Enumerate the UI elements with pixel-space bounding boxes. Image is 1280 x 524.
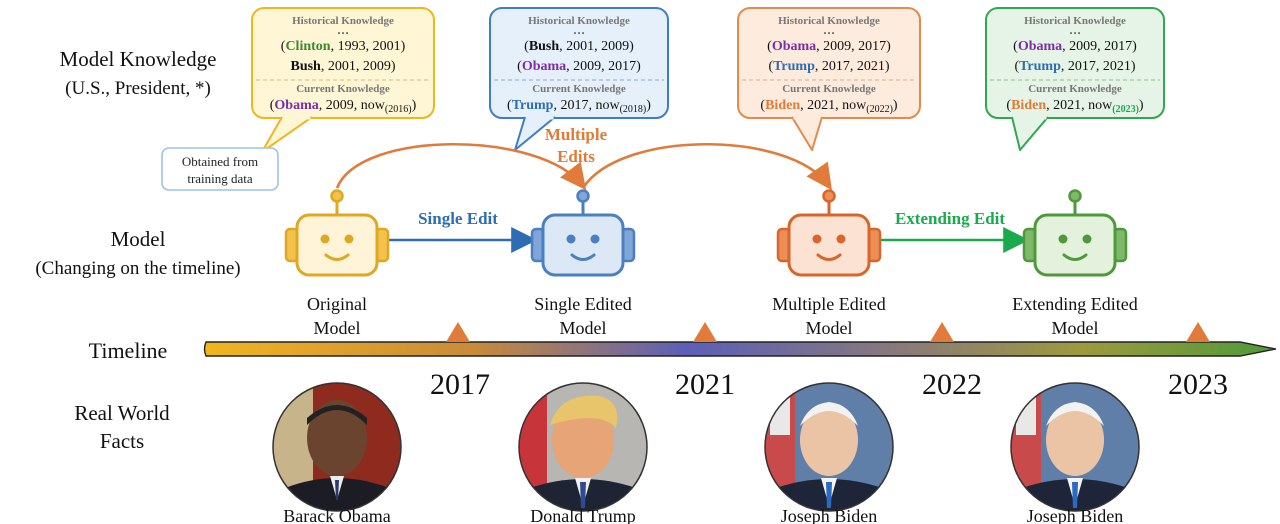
obtained-note-box xyxy=(161,147,279,191)
ellipsis: … xyxy=(573,23,585,37)
obtained-note-line2: training data xyxy=(187,171,253,186)
model-subtitle: (Changing on the timeline) xyxy=(35,258,240,279)
timeline-marker-2022 xyxy=(930,322,954,342)
single-edit-label: Single Edit xyxy=(418,209,498,228)
timeline-marker-2017 xyxy=(446,322,470,342)
portrait-biden-1-frame xyxy=(764,382,894,512)
knowledge-bubble-1: Historical Knowledge… (Clinton, 1993, 200… xyxy=(251,7,435,153)
timeline-bar xyxy=(203,341,1277,357)
multiple-edits-label-line1: Multiple xyxy=(545,125,608,144)
multiple-edit-arc-1 xyxy=(335,142,587,191)
model-knowledge-subtitle: (U.S., President, *) xyxy=(65,78,211,99)
historical-row: (Trump, 2017, 2021) xyxy=(1014,59,1135,74)
bubble-box xyxy=(489,7,669,119)
ellipsis: … xyxy=(1069,23,1081,37)
bubble-tail xyxy=(261,116,313,153)
edit-arrows: Single Edit Multiple Edits Extending Edi… xyxy=(335,125,1030,253)
bubble-box xyxy=(985,7,1165,119)
person-name-trump: Donald Trump xyxy=(530,506,636,524)
historical-knowledge-title: Historical Knowledge xyxy=(528,15,630,27)
historical-knowledge-title: Historical Knowledge xyxy=(1024,15,1126,27)
historical-row: (Clinton, 1993, 2001) xyxy=(281,39,406,54)
robot-blue-icon xyxy=(530,189,636,277)
bubble-box xyxy=(251,7,435,119)
current-knowledge-title: Current Knowledge xyxy=(532,83,626,95)
bubble-tail xyxy=(791,116,823,151)
robot-green-icon xyxy=(1022,189,1128,277)
robot-yellow-icon xyxy=(284,189,390,277)
year-2017: 2017 xyxy=(430,368,490,401)
model-label-line1: Single Edited xyxy=(534,294,632,314)
model-label-line1: Multiple Edited xyxy=(772,294,885,314)
model-label-line1: Extending Edited xyxy=(1012,294,1137,314)
current-knowledge-row: (Trump, 2017, now(2018)) xyxy=(507,98,651,115)
portrait-obama-frame xyxy=(272,382,402,512)
year-2021: 2021 xyxy=(675,368,735,401)
ellipsis: … xyxy=(337,23,349,37)
bubble-box xyxy=(737,7,921,119)
person-name-biden-1: Joseph Biden xyxy=(781,506,878,524)
current-knowledge-row: (Biden, 2021, now(2023)) xyxy=(1006,98,1143,115)
historical-row: (Obama, 2009, 2017) xyxy=(767,39,891,54)
historical-row: Bush, 2001, 2009) xyxy=(290,59,395,74)
obtained-note-line1: Obtained from xyxy=(182,154,258,169)
portrait-biden-2 xyxy=(1011,383,1139,511)
model-label-line2: Model xyxy=(560,318,607,338)
timeline-label: Timeline xyxy=(89,338,168,363)
model-title: Model xyxy=(111,227,166,251)
real-world-title: Real World xyxy=(74,401,170,425)
historical-knowledge-title: Historical Knowledge xyxy=(778,15,880,27)
bubble-tail xyxy=(1011,116,1049,151)
person-name-biden-2: Joseph Biden xyxy=(1027,506,1124,524)
robot-orange-icon xyxy=(776,189,882,277)
multiple-edit-arc-2 xyxy=(581,142,832,191)
current-knowledge-title: Current Knowledge xyxy=(296,83,390,95)
historical-row: (Obama, 2009, 2017) xyxy=(517,59,641,74)
timeline-marker-2023 xyxy=(1186,322,1210,342)
knowledge-bubble-2: Historical Knowledge… (Bush, 2001, 2009) (… xyxy=(489,7,669,151)
year-2023: 2023 xyxy=(1168,368,1228,401)
model-label-line2: Model xyxy=(314,318,361,338)
model-knowledge-title: Model Knowledge xyxy=(60,47,217,71)
model-label-line2: Model xyxy=(806,318,853,338)
timeline-marker-2021 xyxy=(693,322,717,342)
knowledge-bubbles: Historical Knowledge…(Clinton, 1993, 200… xyxy=(251,7,1165,153)
historical-row: (Trump, 2017, 2021) xyxy=(768,59,889,74)
real-world-portraits: Barack Obama Donald Trump Joseph Biden J… xyxy=(272,382,1140,524)
extending-edit-label: Extending Edit xyxy=(895,209,1005,228)
historical-row: (Bush, 2001, 2009) xyxy=(524,39,634,54)
model-label-line2: Model xyxy=(1052,318,1099,338)
knowledge-bubble-3: Historical Knowledge… (Obama, 2009, 2017)… xyxy=(737,7,921,151)
portrait-biden-2-frame xyxy=(1010,382,1140,512)
real-world-subtitle: Facts xyxy=(100,429,144,453)
model-label-line1: Original xyxy=(307,294,367,314)
historical-knowledge-title: Historical Knowledge xyxy=(292,15,394,27)
left-labels: Model Knowledge (U.S., President, *) Mod… xyxy=(35,47,240,453)
year-2022: 2022 xyxy=(922,368,982,401)
person-name-obama: Barack Obama xyxy=(283,506,390,524)
current-knowledge-title: Current Knowledge xyxy=(1028,83,1122,95)
ellipsis: … xyxy=(823,23,835,37)
knowledge-bubble-4: Historical Knowledge… (Obama, 2009, 2017)… xyxy=(985,7,1165,151)
historical-row: (Obama, 2009, 2017) xyxy=(1013,39,1137,54)
current-knowledge-row: (Obama, 2009, now(2016)) xyxy=(270,98,417,115)
current-knowledge-row: (Biden, 2021, now(2022)) xyxy=(760,98,897,115)
current-knowledge-title: Current Knowledge xyxy=(782,83,876,95)
portrait-trump-frame xyxy=(518,382,648,512)
obtained-note: Obtained from training data xyxy=(161,147,279,191)
multiple-edits-label-line2: Edits xyxy=(557,147,595,166)
timeline: 2017 2021 2022 2023 xyxy=(203,322,1277,401)
